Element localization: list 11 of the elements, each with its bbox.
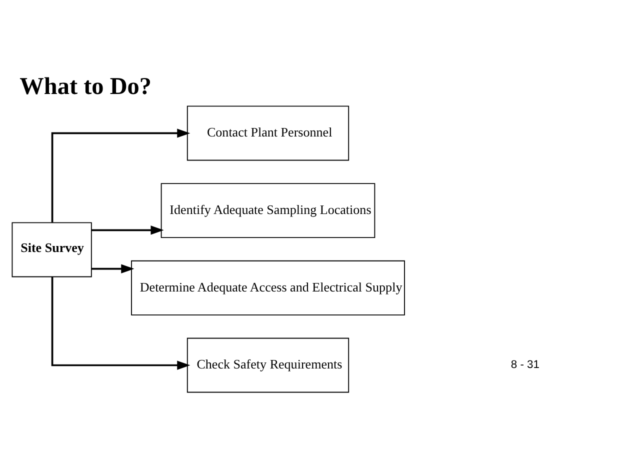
node-box: Identify Adequate Sampling Locations	[160, 182, 376, 238]
node-box: Contact Plant Personnel	[186, 105, 350, 160]
arrow	[91, 264, 134, 273]
arrow	[51, 276, 190, 370]
arrow	[51, 128, 190, 222]
node-box: Check Safety Requirements	[186, 337, 350, 392]
node-box: Determine Adequate Access and Electrical Supply	[131, 260, 405, 315]
node-box: Site Survey	[12, 222, 92, 277]
arrow	[91, 225, 164, 234]
diagram-title: What to Do?	[20, 72, 152, 100]
label: 8 - 31	[510, 358, 540, 371]
